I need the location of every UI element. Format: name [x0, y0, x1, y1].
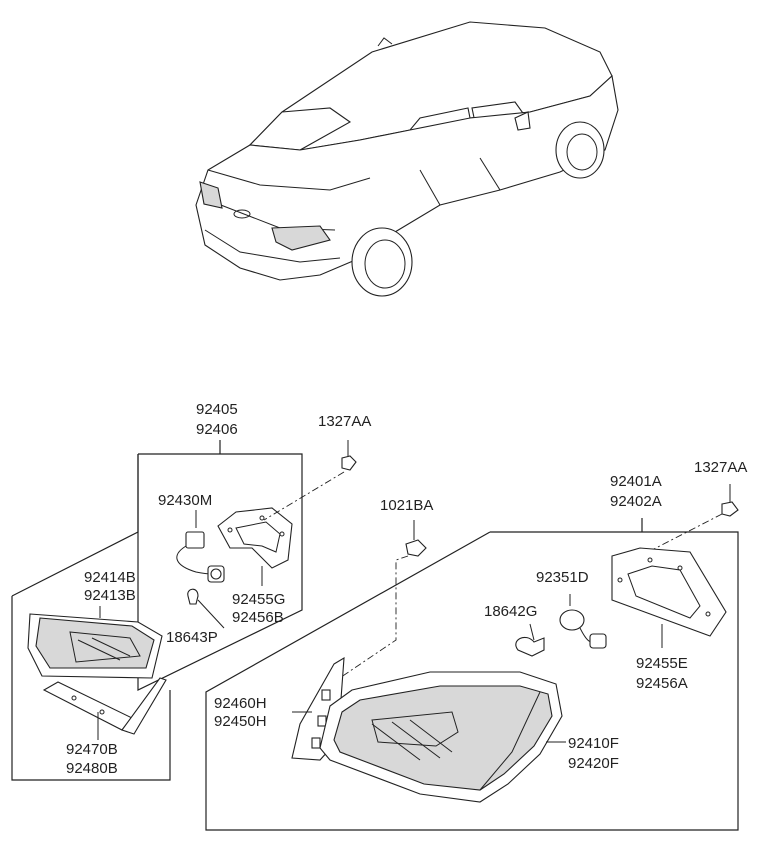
- label-1327AA-right: 1327AA: [694, 459, 747, 476]
- label-92455E: 92455E: [636, 655, 688, 672]
- car-illustration: [195, 21, 619, 297]
- label-92402A: 92402A: [610, 493, 662, 510]
- label-92413B: 92413B: [84, 587, 136, 604]
- label-92460H: 92460H: [214, 695, 267, 712]
- label-92456B: 92456B: [232, 609, 284, 626]
- outer-lamp-assembly: [205, 484, 739, 831]
- label-18642G: 18642G: [484, 603, 537, 620]
- inner-lamp-assembly: [11, 440, 357, 781]
- label-92351D: 92351D: [536, 569, 589, 586]
- part-labels: 92405 92406 1327AA 92430M 92414B 92413B …: [66, 401, 747, 777]
- label-92430M: 92430M: [158, 492, 212, 509]
- label-92410F: 92410F: [568, 735, 619, 752]
- label-92455G: 92455G: [232, 591, 285, 608]
- label-92414B: 92414B: [84, 569, 136, 586]
- label-1021BA: 1021BA: [380, 497, 433, 514]
- label-92480B: 92480B: [66, 760, 118, 777]
- label-92450H: 92450H: [214, 713, 267, 730]
- label-92406: 92406: [196, 421, 238, 438]
- label-92420F: 92420F: [568, 755, 619, 772]
- label-92405: 92405: [196, 401, 238, 418]
- label-92470B: 92470B: [66, 741, 118, 758]
- label-92401A: 92401A: [610, 473, 662, 490]
- label-18643P: 18643P: [166, 629, 218, 646]
- label-92456A: 92456A: [636, 675, 688, 692]
- label-1327AA-left: 1327AA: [318, 413, 371, 430]
